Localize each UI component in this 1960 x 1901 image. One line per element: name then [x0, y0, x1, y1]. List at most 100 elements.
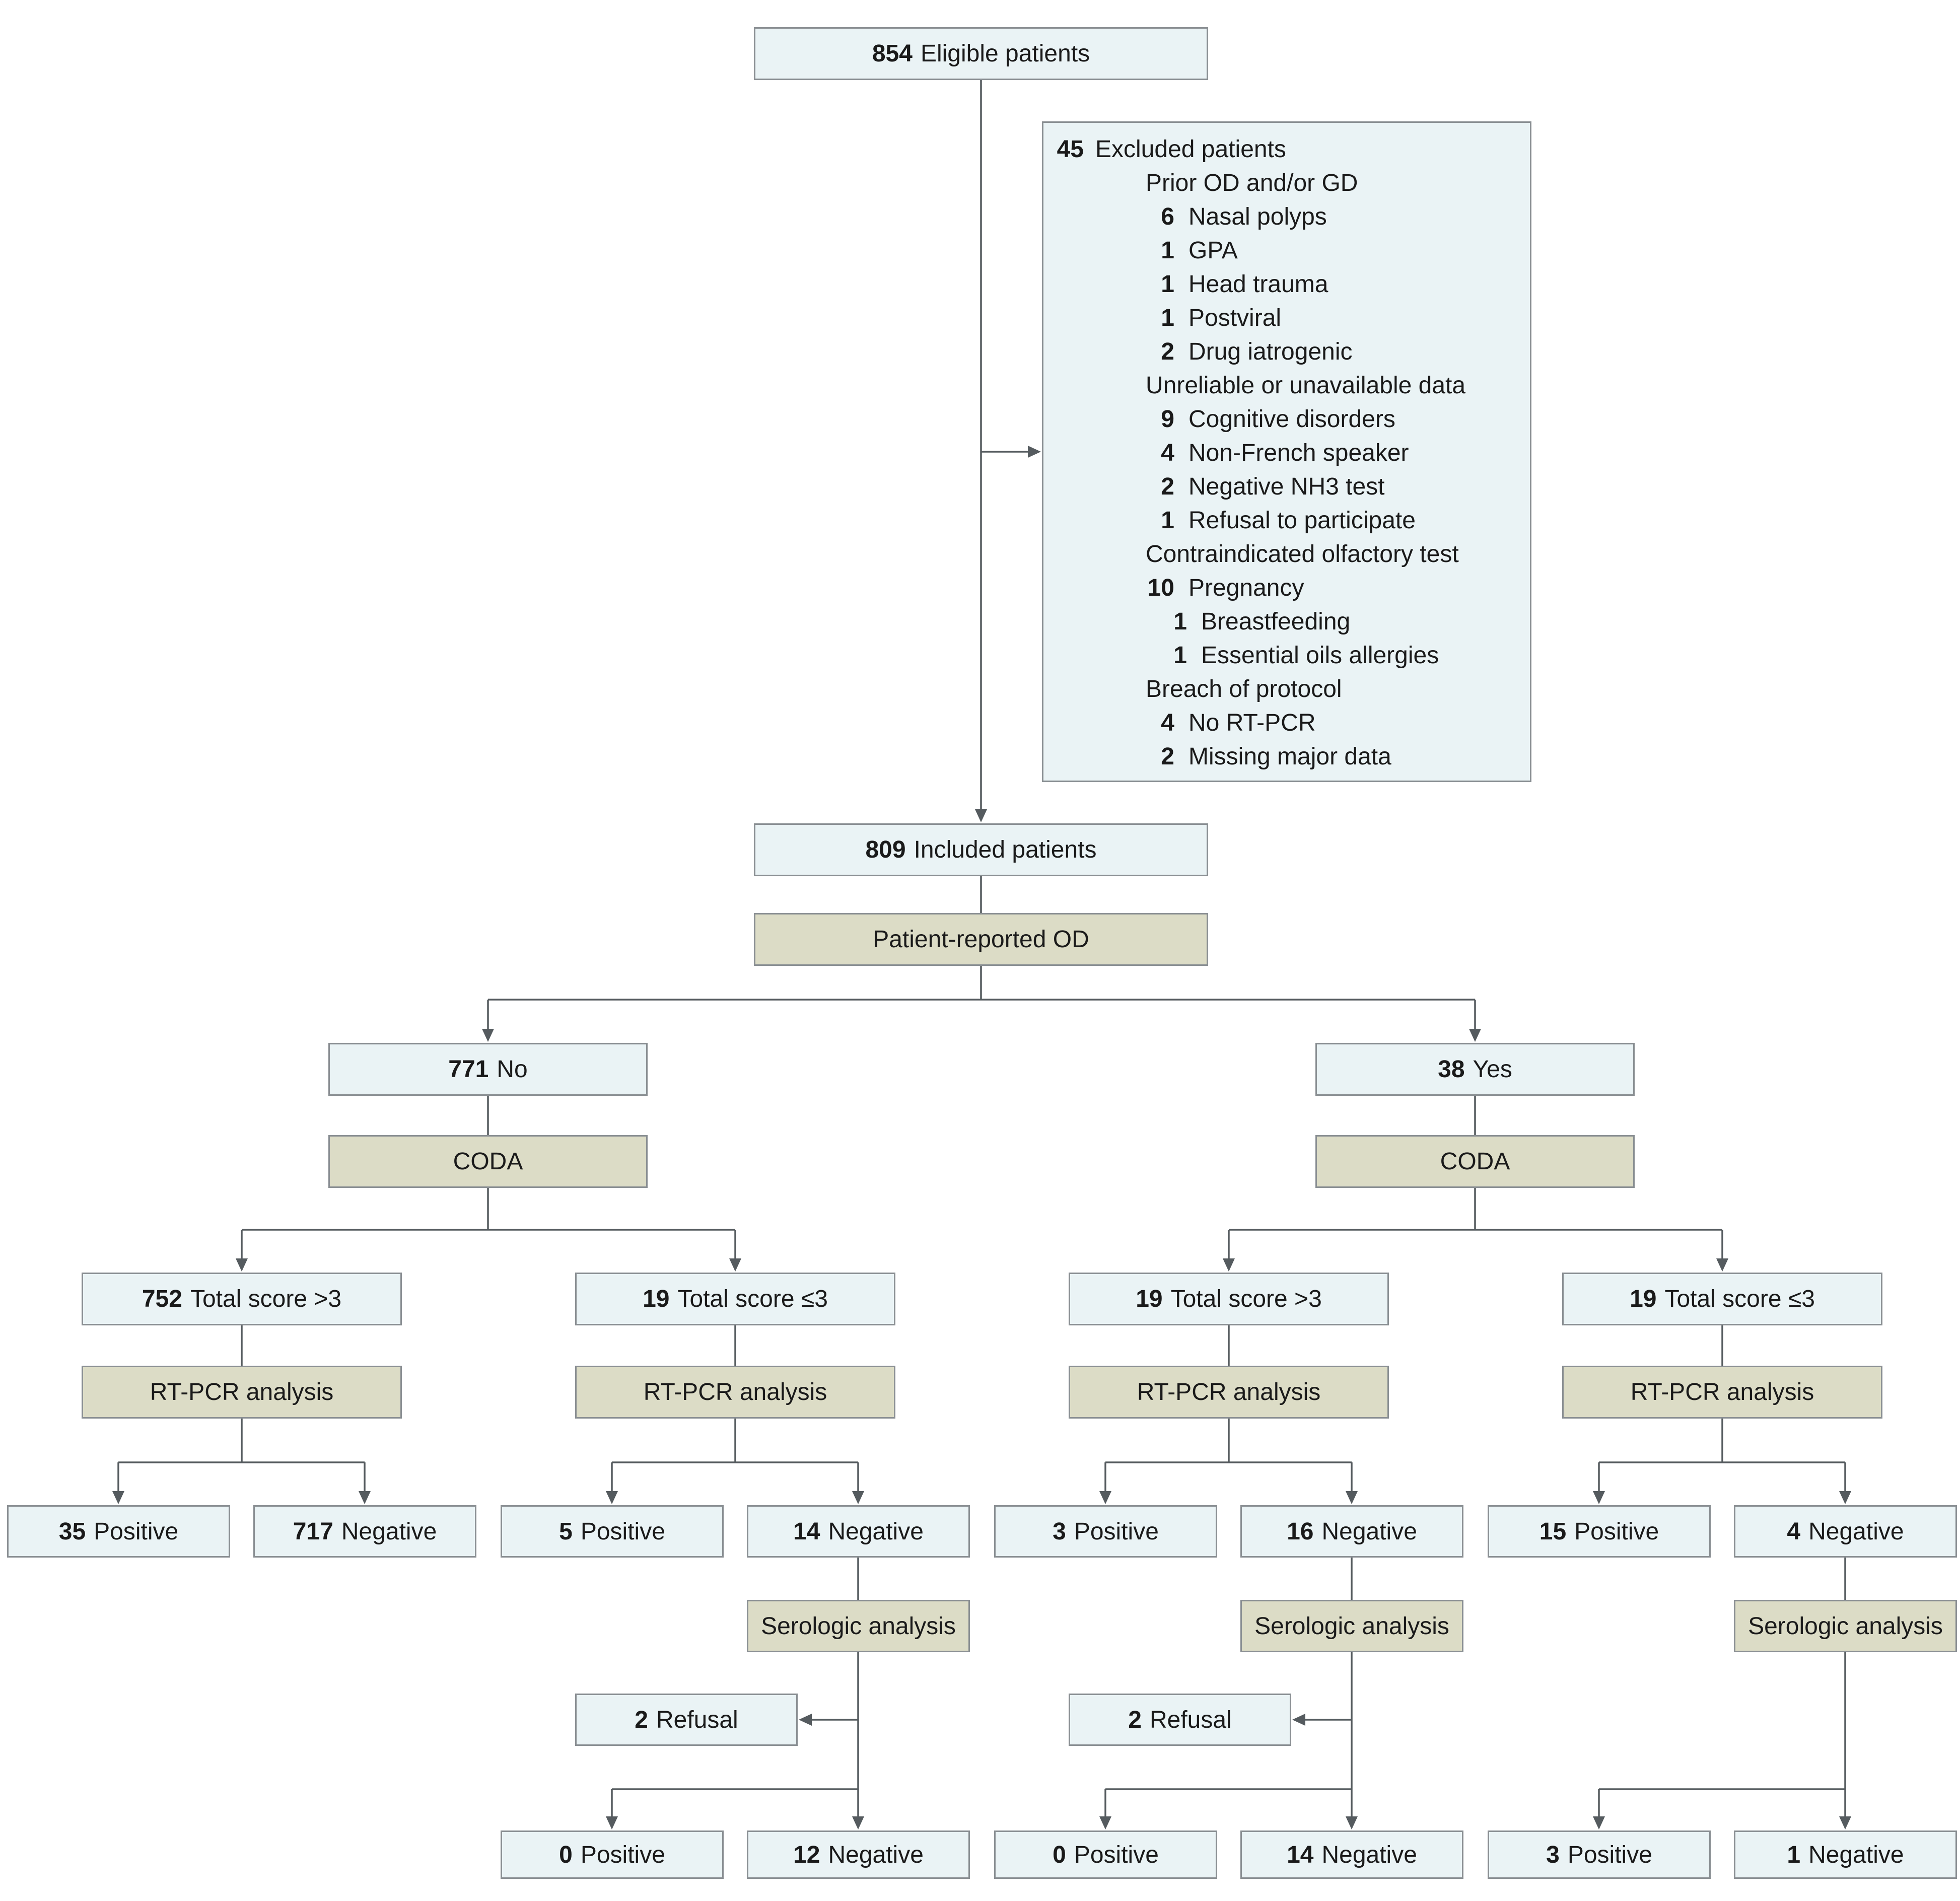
- arrowhead-37: [1839, 1491, 1851, 1504]
- excluded-category-2-label: Unreliable or unavailable data: [1146, 372, 1466, 399]
- excluded-item-2-4-label: Refusal to participate: [1188, 507, 1416, 534]
- arrowhead-16: [1223, 1258, 1235, 1272]
- rtpcr-negative-2-label: Negative: [828, 1518, 924, 1545]
- serology-negative-4-count: 1: [1787, 1841, 1801, 1868]
- excluded-item-1-5-label: Drug iatrogenic: [1188, 338, 1353, 365]
- excluded-item-1-4-label: Postviral: [1188, 305, 1282, 331]
- rtpcr-negative-2-count: 14: [793, 1518, 820, 1545]
- no-score-le3-box: 19 Total score ≤3: [575, 1273, 895, 1325]
- excluded-item-4-1-count: 4: [1161, 710, 1174, 736]
- serology-positive-4-count: 3: [1546, 1841, 1560, 1868]
- rtpcr-label-3: RT-PCR analysis: [1137, 1379, 1321, 1405]
- coda-no-label: CODA: [453, 1148, 523, 1175]
- excluded-item-3-1-count: 10: [1147, 575, 1174, 601]
- serology-positive-2-count: 0: [559, 1841, 573, 1868]
- serology-negative-3-label: Negative: [1321, 1841, 1417, 1868]
- serologic-label-4: Serologic analysis: [1748, 1612, 1943, 1640]
- excluded-item-1-3-label: Head trauma: [1188, 271, 1328, 298]
- serology-positive-2-label: Positive: [580, 1841, 665, 1868]
- rtpcr-positive-2: 5 Positive: [501, 1505, 724, 1558]
- excluded-item-2-4-count: 1: [1161, 507, 1174, 534]
- no-score-gt3-box: 752 Total score >3: [82, 1273, 402, 1325]
- arrowhead-49: [1099, 1816, 1111, 1829]
- rtpcr-label-1: RT-PCR analysis: [150, 1379, 334, 1405]
- excluded-item-2-2-count: 4: [1161, 440, 1174, 466]
- arrowhead-25: [359, 1491, 371, 1504]
- serologic-label-2: Serologic analysis: [761, 1612, 956, 1640]
- rtpcr-positive-1: 35 Positive: [7, 1505, 230, 1558]
- arrowhead-32: [1099, 1491, 1111, 1504]
- no-score-le3-count: 19: [643, 1286, 670, 1312]
- excluded-item-2-3-label: Negative NH3 test: [1188, 473, 1385, 500]
- excluded-category-1-label: Prior OD and/or GD: [1146, 170, 1358, 196]
- arrowhead-12: [236, 1258, 248, 1272]
- eligible-patients-box: 854 Eligible patients: [754, 27, 1208, 80]
- rtpcr-positive-1-label: Positive: [94, 1518, 179, 1545]
- rtpcr-negative-4-label: Negative: [1808, 1518, 1904, 1545]
- patient-reported-od-label: Patient-reported OD: [873, 926, 1089, 953]
- serology-negative-4-label: Negative: [1808, 1841, 1904, 1868]
- included-count: 809: [865, 836, 906, 863]
- excluded-category-4-label: Breach of protocol: [1146, 676, 1342, 702]
- rtpcr-negative-4: 4 Negative: [1734, 1505, 1957, 1558]
- serology-negative-2-count: 12: [793, 1841, 820, 1868]
- refusal-2-count: 2: [635, 1706, 648, 1733]
- no-score-gt3-label: Total score >3: [190, 1286, 342, 1312]
- yes-od-label: Yes: [1473, 1056, 1512, 1083]
- excluded-item-2-2-label: Non-French speaker: [1188, 440, 1409, 466]
- yes-score-le3-label: Total score ≤3: [1664, 1286, 1815, 1312]
- rtpcr-negative-3-label: Negative: [1321, 1518, 1417, 1545]
- rtpcr-negative-1-count: 717: [293, 1518, 333, 1545]
- refusal-box-3: 2 Refusal: [1069, 1694, 1291, 1746]
- arrowhead-17: [1716, 1258, 1728, 1272]
- excluded-header-count: 45: [1057, 136, 1084, 163]
- rtpcr-negative-1-label: Negative: [341, 1518, 437, 1545]
- rtpcr-negative-3: 16 Negative: [1240, 1505, 1463, 1558]
- excluded-item-1-2-label: GPA: [1188, 237, 1238, 264]
- included-label: Included patients: [914, 836, 1097, 863]
- rtpcr-positive-2-label: Positive: [580, 1518, 665, 1545]
- yes-od-count: 38: [1438, 1056, 1465, 1083]
- coda-yes-label: CODA: [1440, 1148, 1510, 1175]
- no-od-label: No: [497, 1056, 528, 1083]
- rtpcr-negative-2: 14 Negative: [747, 1505, 970, 1558]
- excluded-item-3-2-label: Breastfeeding: [1201, 608, 1351, 635]
- no-od-count: 771: [448, 1056, 489, 1083]
- no-score-gt3-count: 752: [142, 1286, 182, 1312]
- arrowhead-42: [799, 1714, 812, 1726]
- rtpcr-positive-3-count: 3: [1053, 1518, 1066, 1545]
- coda-yes-box: CODA: [1315, 1135, 1635, 1188]
- arrowhead-50: [1346, 1816, 1358, 1829]
- rtpcr-negative-3-count: 16: [1287, 1518, 1314, 1545]
- arrowhead-2: [1028, 446, 1041, 458]
- arrowhead-45: [852, 1816, 864, 1829]
- excluded-item-3-3-label: Essential oils allergies: [1201, 642, 1439, 669]
- yes-score-gt3-label: Total score >3: [1170, 1286, 1322, 1312]
- rtpcr-box-3: RT-PCR analysis: [1069, 1366, 1389, 1419]
- arrowhead-13: [729, 1258, 741, 1272]
- serologic-box-4: Serologic analysis: [1734, 1600, 1957, 1652]
- patient-reported-od-box: Patient-reported OD: [754, 913, 1208, 966]
- rtpcr-positive-1-count: 35: [58, 1518, 86, 1545]
- yes-od-box: 38 Yes: [1315, 1043, 1635, 1096]
- rtpcr-negative-1: 717 Negative: [253, 1505, 476, 1558]
- no-score-le3-label: Total score ≤3: [677, 1286, 828, 1312]
- serologic-label-3: Serologic analysis: [1254, 1612, 1449, 1640]
- rtpcr-label-4: RT-PCR analysis: [1630, 1379, 1814, 1405]
- excluded-item-2-1-count: 9: [1161, 406, 1174, 433]
- excluded-item-1-4-count: 1: [1161, 305, 1174, 331]
- rtpcr-positive-4-count: 15: [1539, 1518, 1567, 1545]
- excluded-header-label: Excluded patients: [1095, 136, 1286, 163]
- yes-score-gt3-box: 19 Total score >3: [1069, 1273, 1389, 1325]
- serology-positive-4: 3 Positive: [1488, 1830, 1711, 1879]
- refusal-box-2: 2 Refusal: [575, 1694, 798, 1746]
- arrowhead-7: [1469, 1029, 1481, 1042]
- serologic-box-3: Serologic analysis: [1240, 1600, 1463, 1652]
- excluded-item-4-2-label: Missing major data: [1188, 743, 1391, 770]
- yes-score-le3-count: 19: [1630, 1286, 1657, 1312]
- arrowhead-28: [606, 1491, 618, 1504]
- yes-score-le3-box: 19 Total score ≤3: [1562, 1273, 1882, 1325]
- rtpcr-positive-4: 15 Positive: [1488, 1505, 1711, 1558]
